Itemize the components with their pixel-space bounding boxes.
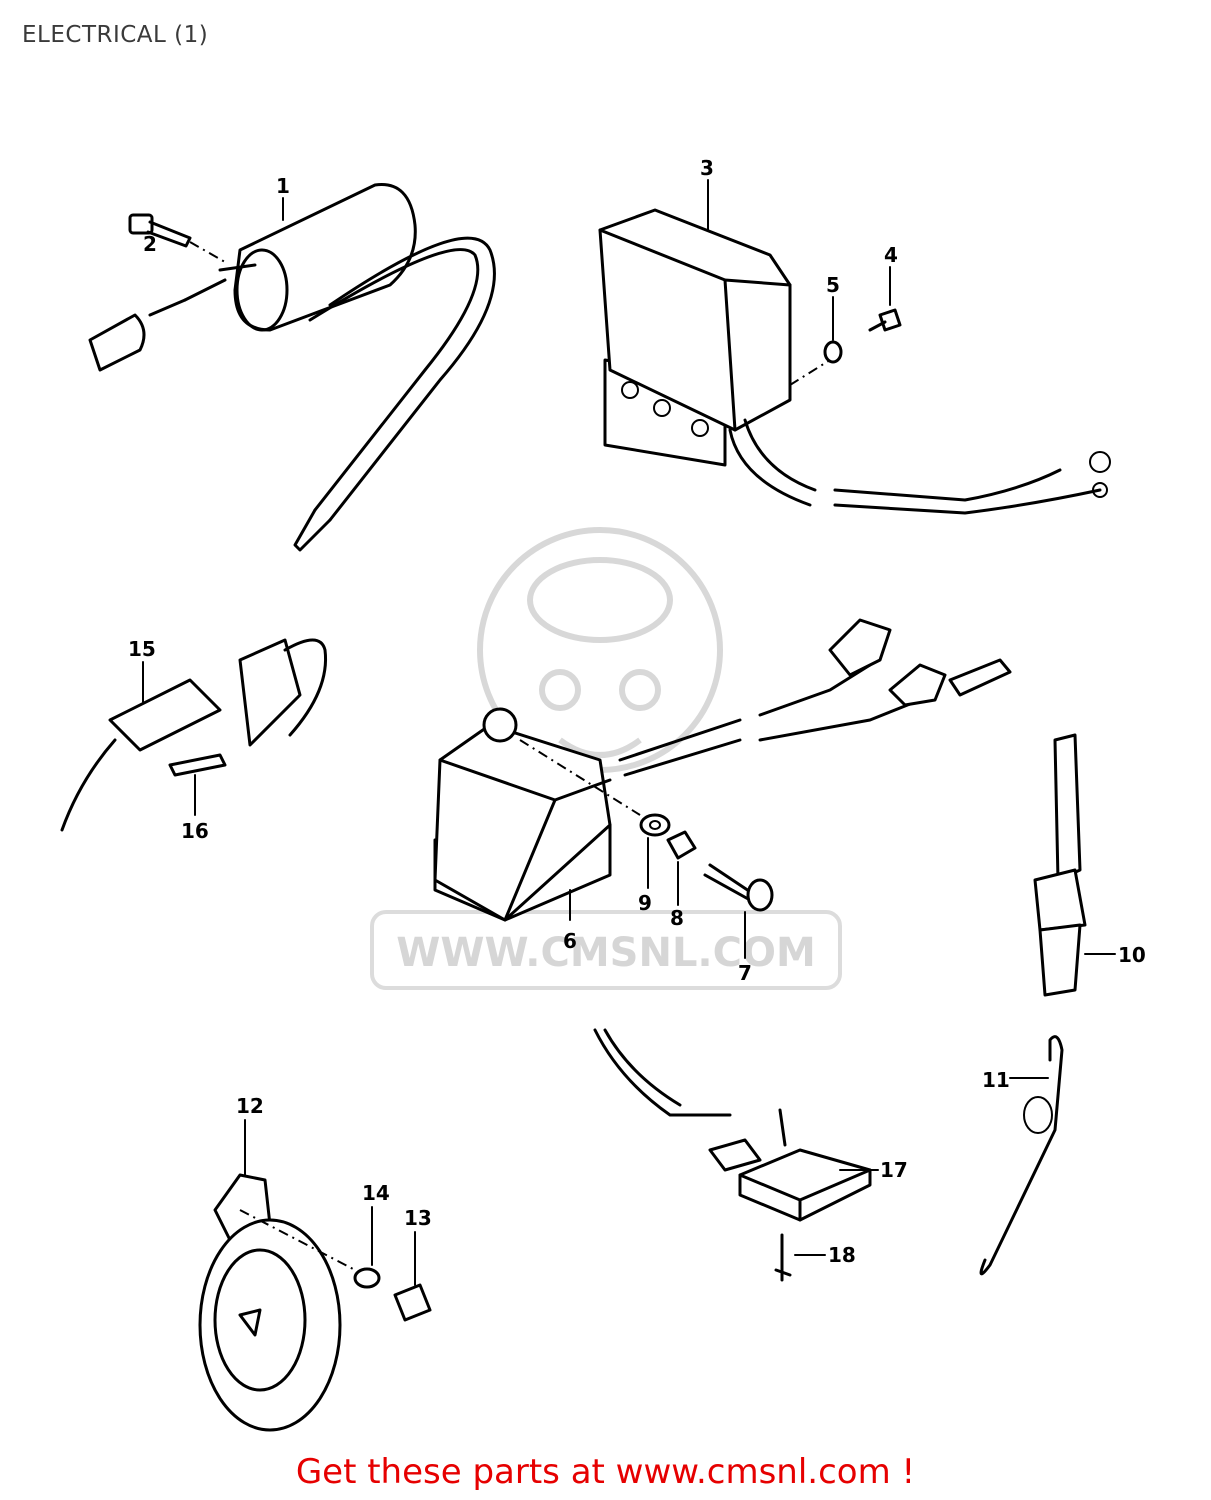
part-7-bolt: [703, 863, 774, 912]
part-3-regulator: [598, 208, 1111, 515]
part-8-nut: [666, 830, 697, 860]
part-4-screw: [868, 308, 902, 332]
callout-17: 17: [880, 1158, 908, 1182]
callout-3: 3: [700, 156, 714, 180]
callout-7: 7: [738, 961, 752, 985]
callout-10: 10: [1118, 943, 1146, 967]
callout-1: 1: [276, 174, 290, 198]
part-1-ignition-coil: [88, 183, 496, 552]
callout-12: 12: [236, 1094, 264, 1118]
callout-4: 4: [884, 243, 898, 267]
part-18-screw: [774, 1233, 792, 1282]
callout-15: 15: [128, 637, 156, 661]
part-12-horn: [198, 1173, 356, 1432]
part-6-cdi-unit: [433, 618, 1012, 922]
part-10-plug-cap: [1033, 733, 1087, 997]
part-17-condenser: [593, 1028, 872, 1222]
callouts: 1 2 3 4 5 6 7 8 9 10 11 12 13 14 15 16 1…: [128, 156, 1146, 1286]
page-title: ELECTRICAL (1): [22, 22, 209, 48]
callout-16: 16: [181, 819, 209, 843]
part-5-washer: [823, 340, 843, 364]
part-13-nut: [393, 1283, 432, 1322]
part-15-switch: [60, 638, 328, 832]
watermark-text: WWW.CMSNL.COM: [396, 930, 816, 976]
callout-18: 18: [828, 1243, 856, 1267]
callout-11: 11: [982, 1068, 1010, 1092]
callout-8: 8: [670, 906, 684, 930]
part-16-plate: [168, 753, 227, 777]
callout-5: 5: [826, 273, 840, 297]
callout-13: 13: [404, 1206, 432, 1230]
part-9-washer: [639, 813, 671, 837]
callout-14: 14: [362, 1181, 390, 1205]
footer-link[interactable]: Get these parts at www.cmsnl.com !: [295, 1452, 916, 1492]
callout-9: 9: [638, 891, 652, 915]
part-11-spring: [979, 1035, 1064, 1276]
part-14-washer: [353, 1267, 381, 1289]
part-2-bolt: [128, 213, 226, 263]
callout-2: 2: [143, 232, 157, 256]
callout-6: 6: [563, 929, 577, 953]
